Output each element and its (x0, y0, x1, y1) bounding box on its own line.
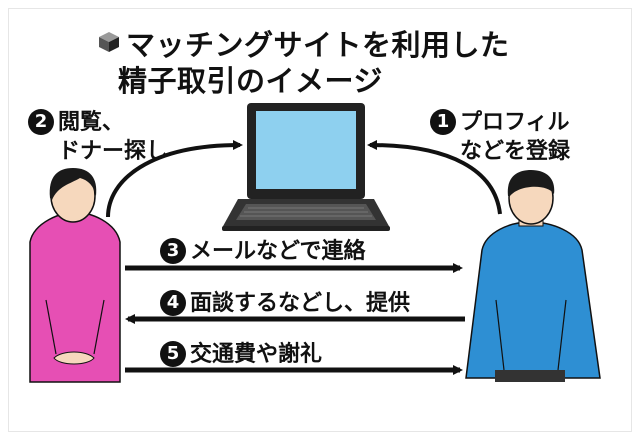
woman-figure (29, 168, 121, 383)
step-number-2: 2 (28, 109, 54, 135)
browse-arrow (106, 140, 243, 218)
title-line-2: 精子取引のイメージ (118, 64, 383, 98)
cube-icon (99, 32, 119, 52)
step-number-1: 1 (430, 109, 456, 135)
step-number-5: 5 (160, 341, 186, 367)
title-line-1: マッチングサイトを利用した (126, 28, 510, 62)
laptop-icon (222, 103, 390, 231)
figure-frame (8, 8, 632, 432)
man-figure (465, 170, 601, 382)
step-number-4: 4 (160, 290, 186, 316)
step-number-3: 3 (160, 238, 186, 264)
register-arrow (367, 140, 502, 215)
